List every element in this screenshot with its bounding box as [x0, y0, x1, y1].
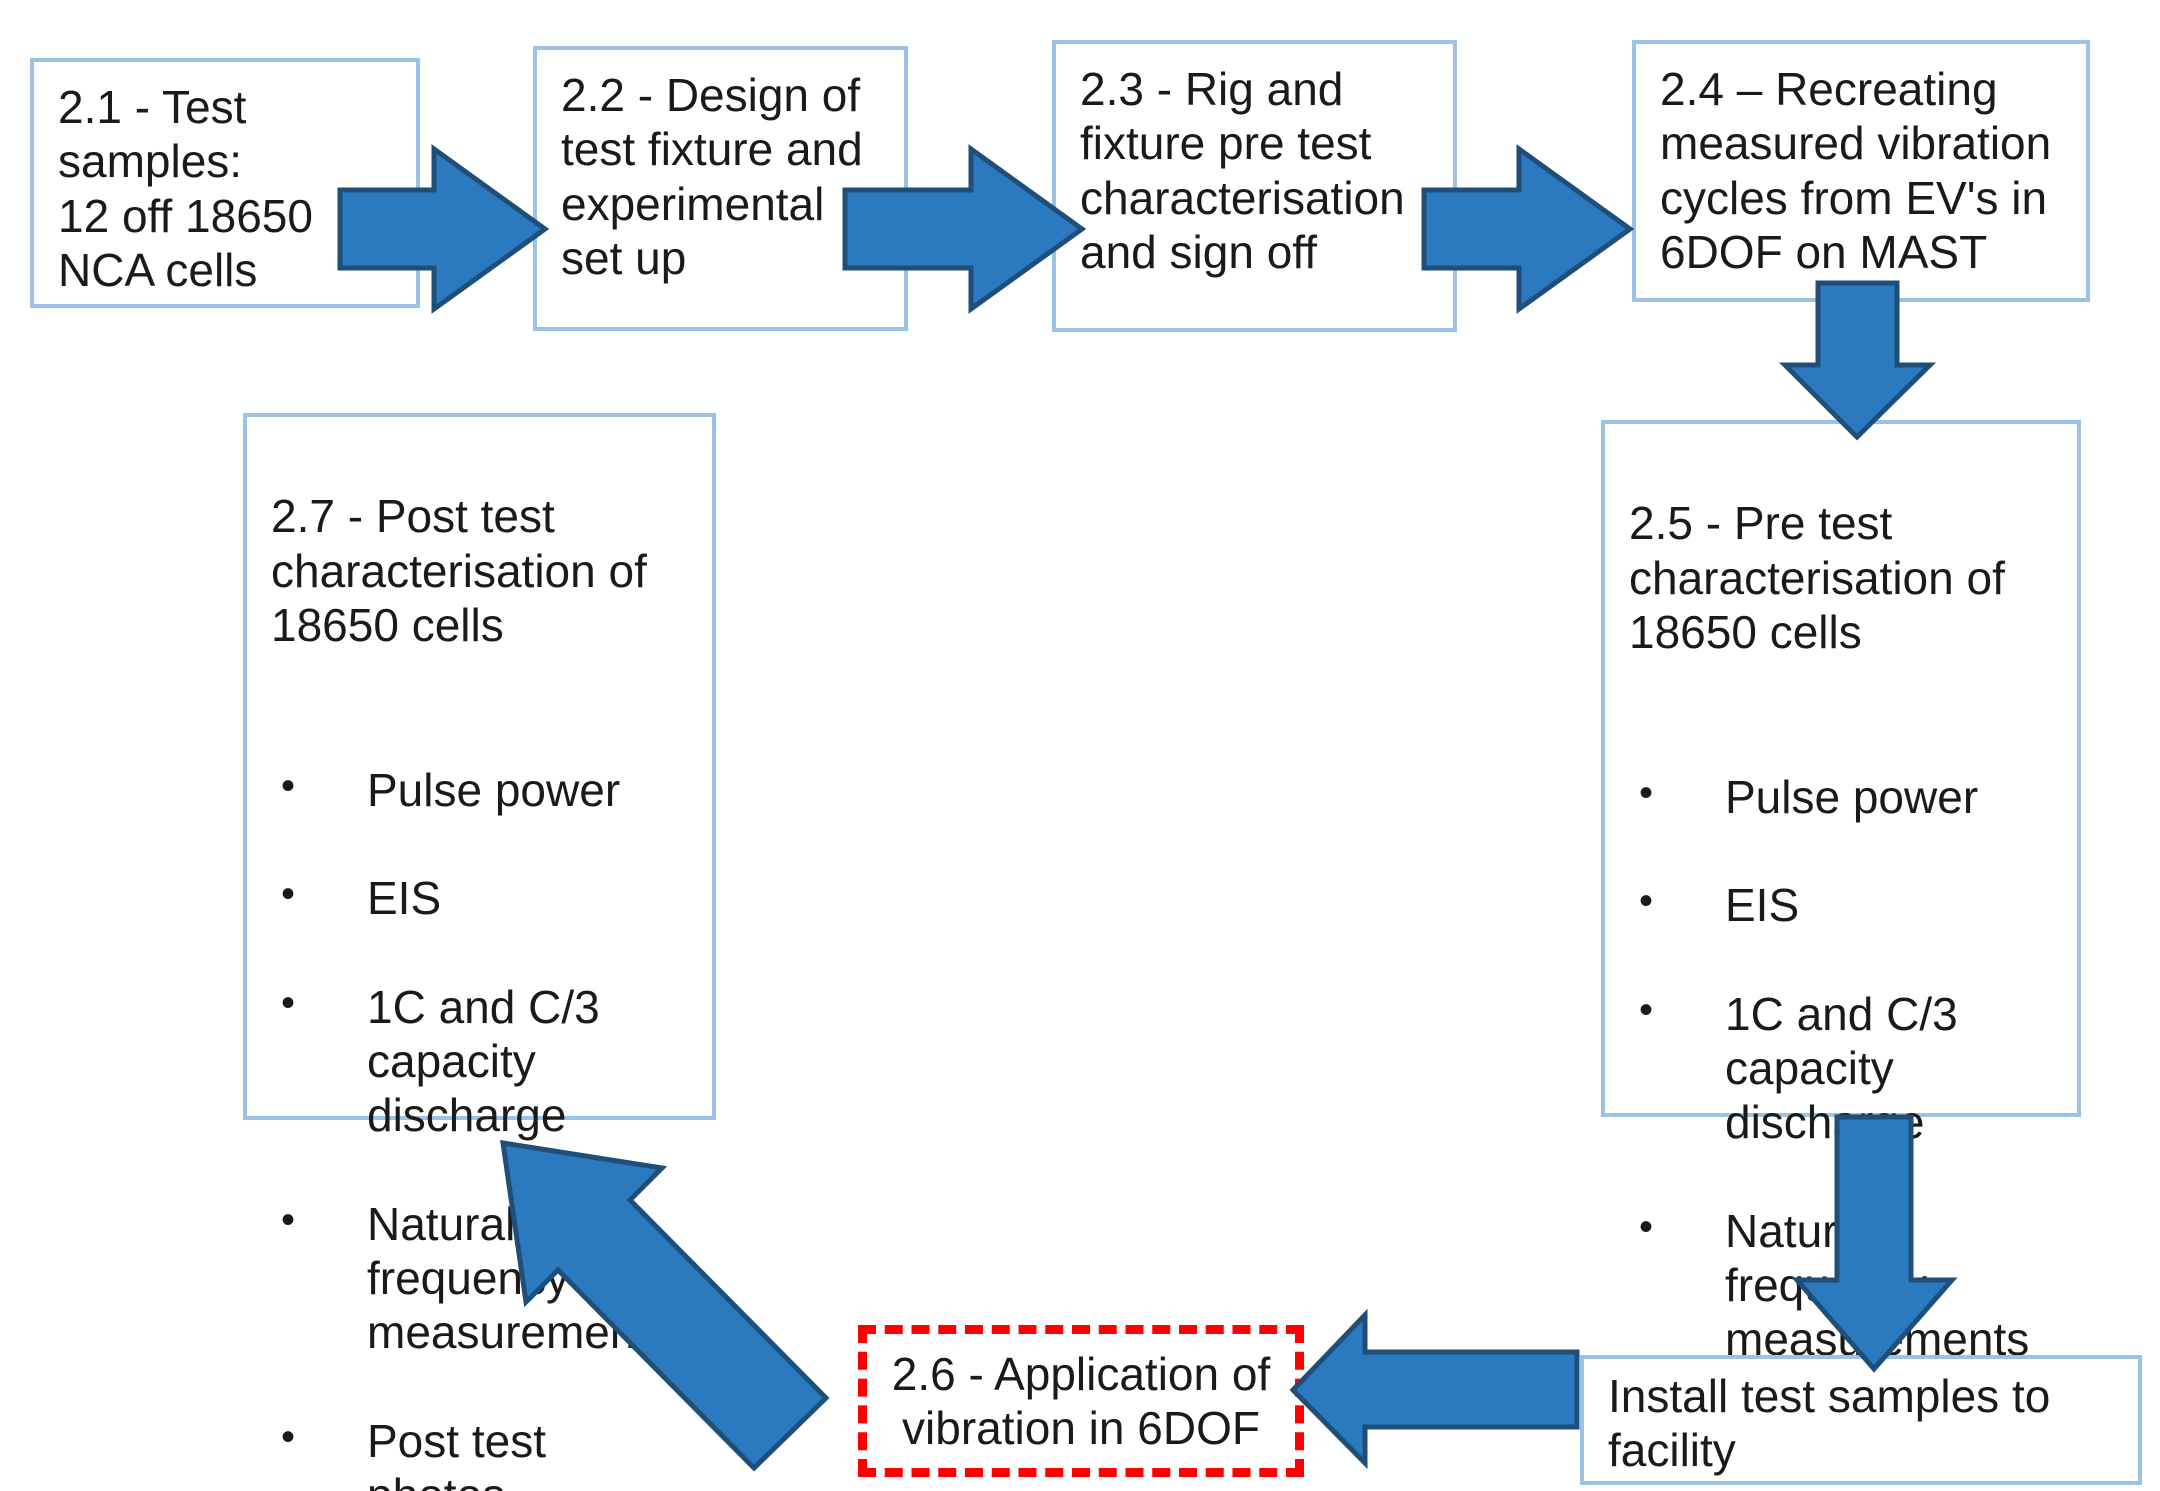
bullet-icon: •	[281, 1414, 296, 1459]
box-2-2-design-fixture: 2.2 - Design of test fixture and experim…	[533, 46, 908, 331]
bullet-icon: •	[281, 1197, 296, 1242]
list-item: • 1C and C/3 capacity discharge	[271, 980, 688, 1143]
box-2-4-recreating-vibration: 2.4 – Recreating measured vibration cycl…	[1632, 40, 2090, 302]
bullet-label: Natural frequency measurements	[1725, 1204, 2030, 1366]
box-2-3-rig-characterisation: 2.3 - Rig and fixture pre test character…	[1052, 40, 1457, 332]
arrow-2-4-to-2-5-icon	[1778, 280, 1937, 441]
box-2-7-bullet-list: • Pulse power • EIS • 1C and C/3 capacit…	[271, 708, 688, 1491]
bullet-label: Natural frequency measurements	[367, 1197, 672, 1359]
list-item: • EIS	[1629, 878, 2053, 932]
bullet-icon: •	[281, 872, 296, 917]
bullet-icon: •	[281, 763, 296, 808]
bullet-icon: •	[1639, 987, 1654, 1032]
bullet-label: 1C and C/3 capacity discharge	[367, 980, 600, 1142]
bullet-icon: •	[1639, 770, 1654, 815]
bullet-label: 1C and C/3 capacity discharge	[1725, 987, 1958, 1149]
box-2-7-post-test-characterisation: 2.7 - Post test characterisation of 1865…	[243, 413, 716, 1491]
list-item: • Natural frequency measurements	[271, 1197, 688, 1360]
box-2-5-title: 2.5 - Pre test characterisation of 18650…	[1629, 497, 2005, 658]
box-2-1-test-samples: 2.1 - Test samples: 12 off 18650 NCA cel…	[30, 58, 420, 308]
box-2-7-title: 2.7 - Post test characterisation of 1865…	[271, 490, 647, 651]
arrow-install-to-2-6-icon	[1289, 1308, 1580, 1470]
bullet-icon: •	[1639, 1204, 1654, 1249]
list-item: • Natural frequency measurements	[1629, 1204, 2053, 1367]
list-item: • EIS	[271, 871, 688, 925]
list-item: • Post test photos	[271, 1414, 688, 1491]
list-item: • Pulse power	[271, 763, 688, 817]
list-item: • 1C and C/3 capacity discharge	[1629, 987, 2053, 1150]
list-item: • Pulse power	[1629, 770, 2053, 824]
bullet-icon: •	[1639, 879, 1654, 924]
bullet-icon: •	[281, 980, 296, 1025]
box-2-5-pre-test-characterisation: 2.5 - Pre test characterisation of 18650…	[1601, 420, 2081, 1474]
bullet-label: EIS	[367, 872, 442, 925]
bullet-label: Post test photos	[367, 1414, 546, 1491]
box-2-6-application-vibration: 2.6 - Application of vibration in 6DOF	[858, 1325, 1304, 1477]
bullet-label: EIS	[1725, 879, 1800, 932]
bullet-label: Pulse power	[367, 763, 621, 816]
box-install-test-samples: Install test samples to facility	[1580, 1355, 2142, 1485]
bullet-label: Pulse power	[1725, 770, 1979, 823]
